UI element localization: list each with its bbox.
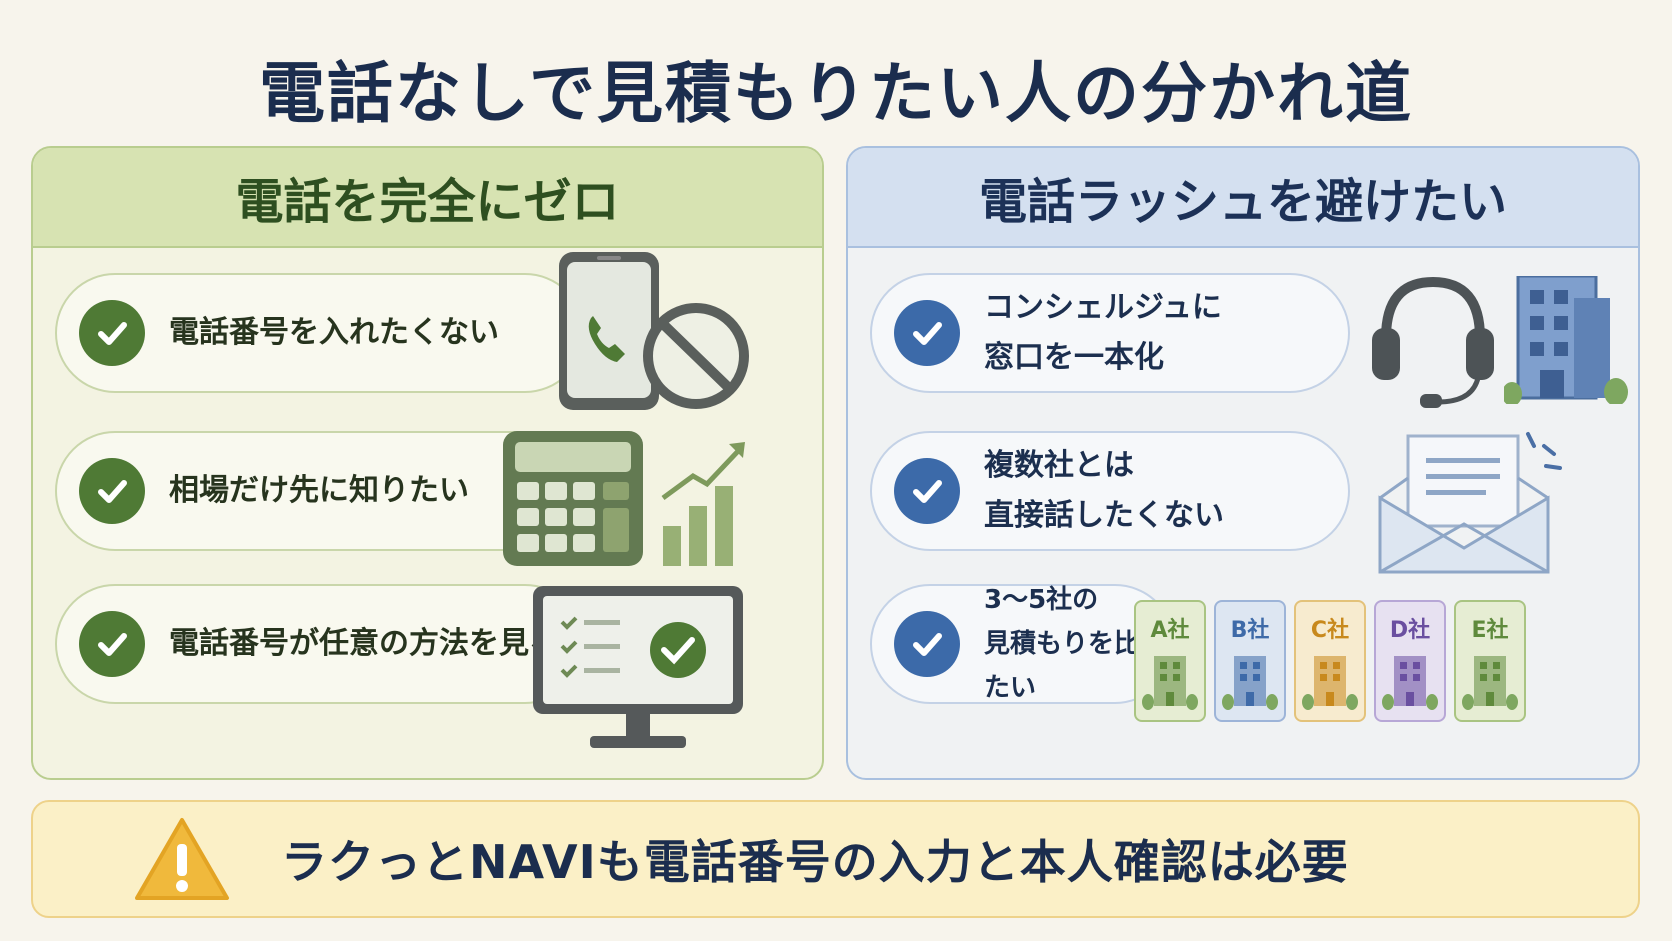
item-text: 電話番号が任意の方法を見る — [169, 626, 559, 661]
check-icon — [79, 458, 145, 524]
building-icon — [1462, 656, 1518, 710]
envelope-icon — [1378, 432, 1562, 574]
smartphone-icon — [559, 252, 749, 410]
item-text: 複数社とは 直接話したくない — [984, 448, 1224, 533]
item-text: 相場だけ先に知りたい — [169, 473, 469, 508]
calculator-icon — [503, 431, 745, 566]
warning-banner: ラクっとNAVIも電話番号の入力と本人確認は必要 — [31, 800, 1640, 918]
company-card: C社 — [1294, 600, 1366, 722]
panel-avoid-calls: 電話ラッシュを避けたい コンシェルジュに 窓口を一本化 複数社とは 直接話したく… — [846, 146, 1640, 780]
company-card: B社 — [1214, 600, 1286, 722]
item-text: 電話番号を入れたくない — [169, 315, 499, 350]
building-icon — [1222, 656, 1278, 710]
company-card: E社 — [1454, 600, 1526, 722]
warning-icon — [135, 818, 229, 900]
headset-icon — [1372, 276, 1494, 408]
item-text: 3〜5社の 見積もりを比べたい — [984, 585, 1167, 703]
warning-text: ラクっとNAVIも電話番号の入力と本人確認は必要 — [281, 835, 1349, 889]
monitor-checklist-icon — [533, 586, 743, 748]
panel-heading-no-phone: 電話を完全にゼロ — [33, 148, 822, 248]
list-item: 電話番号を入れたくない — [55, 273, 585, 393]
check-icon — [79, 611, 145, 677]
check-icon — [894, 458, 960, 524]
company-label: C社 — [1310, 618, 1350, 643]
item-text: コンシェルジュに 窓口を一本化 — [984, 290, 1222, 375]
growth-chart-icon — [663, 486, 733, 566]
list-item: 複数社とは 直接話したくない — [870, 431, 1350, 551]
list-item: 電話番号が任意の方法を見る — [55, 584, 585, 704]
panel-no-phone: 電話を完全にゼロ 電話番号を入れたくない 相場だけ先に知りたい 電話番号が任意の… — [31, 146, 824, 780]
no-symbol-icon — [643, 303, 749, 409]
company-label: D社 — [1389, 618, 1431, 643]
check-icon — [79, 300, 145, 366]
panel-heading-avoid-calls: 電話ラッシュを避けたい — [848, 148, 1638, 248]
building-icon — [1302, 656, 1358, 710]
company-label: E社 — [1471, 618, 1509, 643]
company-label: A社 — [1150, 618, 1190, 643]
list-item: コンシェルジュに 窓口を一本化 — [870, 273, 1350, 393]
page-title: 電話なしで見積もりたい人の分かれ道 — [258, 55, 1414, 132]
list-item: 相場だけ先に知りたい — [55, 431, 585, 551]
building-icon — [1504, 276, 1628, 404]
building-icon — [1382, 656, 1438, 710]
check-icon — [894, 300, 960, 366]
check-icon — [894, 611, 960, 677]
company-card: A社 — [1134, 600, 1206, 722]
building-icon — [1142, 656, 1198, 710]
list-item: 3〜5社の 見積もりを比べたい — [870, 584, 1175, 704]
company-label: B社 — [1230, 618, 1270, 643]
company-card: D社 — [1374, 600, 1446, 722]
